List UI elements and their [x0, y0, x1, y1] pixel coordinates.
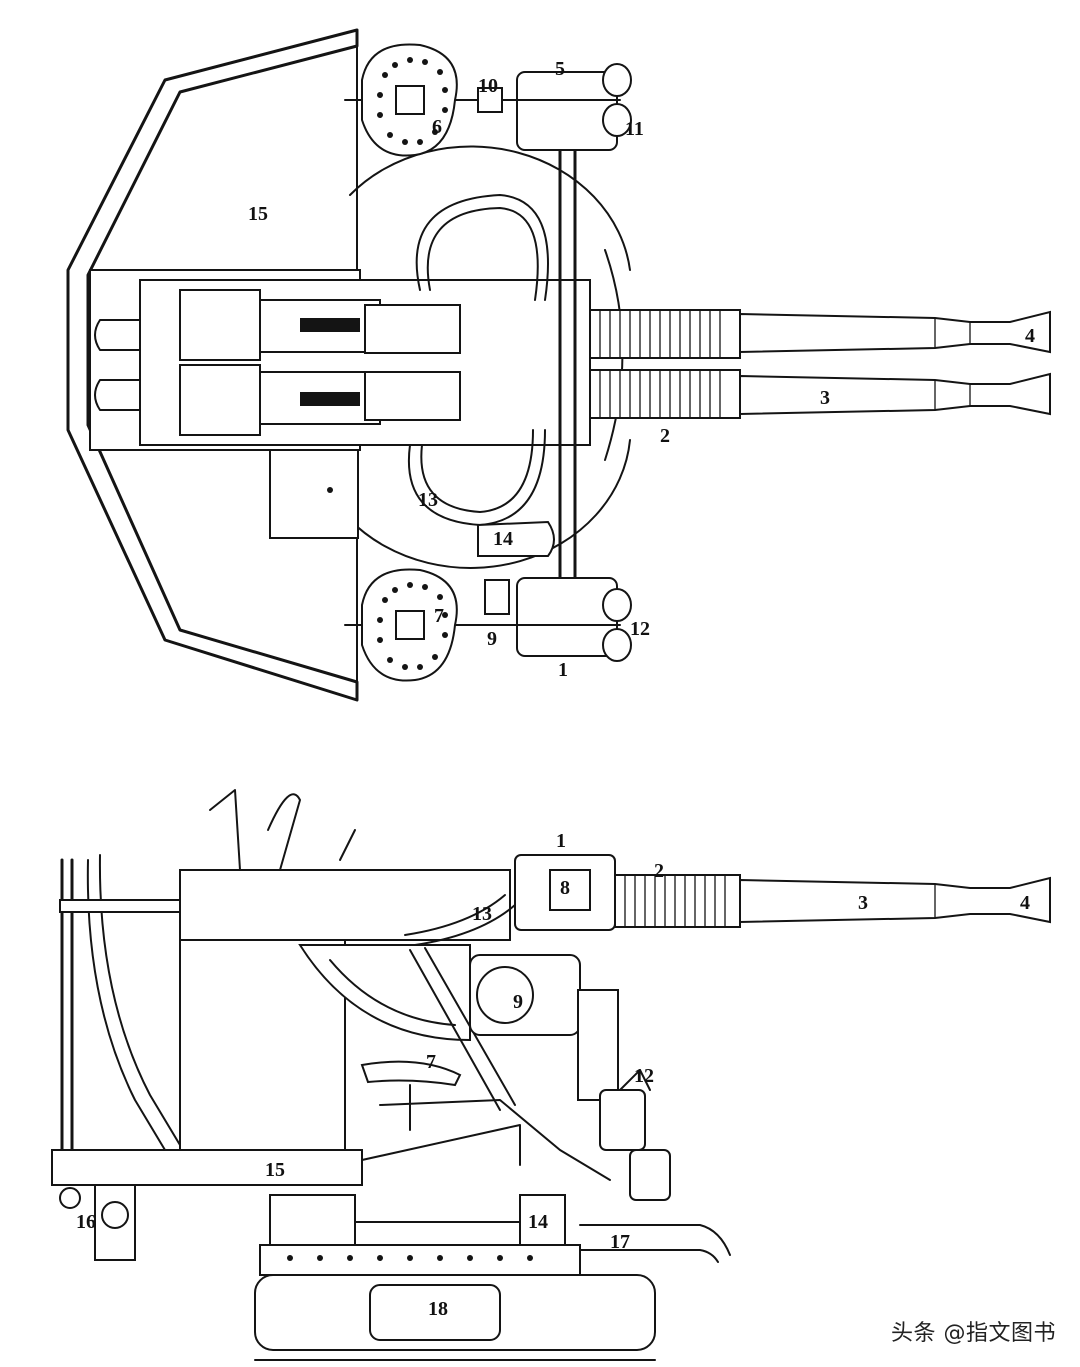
upper-handwheel-frame [516, 71, 618, 151]
lower-grip-1 [602, 588, 632, 622]
side-operator-arm [379, 1099, 611, 1181]
side-label-8: 8 [560, 877, 570, 899]
side-label-16: 16 [76, 1211, 96, 1233]
elevation-strut [409, 949, 501, 1111]
side-barrel [739, 876, 1051, 924]
spring-upper [300, 318, 360, 332]
lower-grip-2 [602, 628, 632, 662]
side-junction-box [269, 1194, 356, 1251]
side-barrel-jacket [614, 874, 741, 928]
side-seat [360, 1060, 462, 1087]
side-base-slope [361, 1124, 521, 1166]
barrel-upper [739, 310, 1051, 354]
side-traverse-box-2 [629, 1149, 671, 1201]
side-spring-coils [624, 874, 726, 928]
watermark: 头条 @指文图书 [891, 1321, 1056, 1346]
recoil-spring-coils [599, 309, 721, 419]
barrel-lower [739, 372, 1051, 416]
pedestal-top [259, 1244, 581, 1276]
seat-upper [344, 43, 458, 157]
top-label-11: 11 [625, 118, 644, 140]
side-label-9: 9 [513, 991, 523, 1013]
barrel-jacket-lower [589, 369, 741, 419]
top-label-3: 3 [820, 387, 830, 409]
top-view: 5 10 6 11 15 4 3 2 13 14 7 9 12 1 [66, 28, 1051, 702]
top-label-1: 1 [558, 659, 568, 681]
seat-upper-hub [395, 85, 425, 115]
barrel-jacket-upper [589, 309, 741, 359]
turntable-arc-lower [349, 439, 631, 569]
loop-upper [94, 319, 141, 351]
spring-lower [300, 392, 360, 406]
top-label-14: 14 [493, 528, 513, 550]
rear-sight-1 [209, 789, 241, 871]
side-label-2: 2 [654, 860, 664, 882]
breech-block-lower [179, 364, 261, 436]
top-label-2: 2 [660, 425, 670, 447]
loader-lower [364, 371, 461, 421]
side-label-15: 15 [265, 1159, 285, 1181]
top-label-7: 7 [434, 605, 444, 627]
lower-gearbox [484, 579, 510, 615]
elevation-arc-inner [329, 959, 456, 1026]
side-label-17: 17 [610, 1231, 630, 1253]
rear-wheel [59, 1187, 81, 1209]
top-label-4: 4 [1025, 325, 1035, 347]
rear-sight-3 [339, 829, 356, 861]
rear-curve-2 [98, 854, 181, 1146]
side-gear-cover [476, 966, 534, 1024]
hose-1 [415, 194, 549, 301]
pedestal-bolts [287, 1255, 533, 1261]
side-pipe-lower [579, 1249, 719, 1263]
lower-handwheel-frame [516, 577, 618, 657]
upper-grip-2 [602, 103, 632, 137]
top-label-13: 13 [418, 489, 438, 511]
pedestal-panel [369, 1284, 501, 1341]
side-traverse-handle [619, 1069, 651, 1091]
hose-2 [426, 207, 539, 301]
top-label-10: 10 [478, 75, 498, 97]
side-hose-1 [404, 894, 506, 936]
top-label-5: 5 [555, 58, 565, 80]
rear-sight-2 [267, 793, 301, 871]
loop-lower [94, 379, 141, 411]
ammo-box [269, 449, 359, 539]
side-traverse-box [599, 1089, 646, 1151]
rear-curve-1 [86, 859, 166, 1151]
side-label-3: 3 [858, 892, 868, 914]
top-label-15: 15 [248, 203, 268, 225]
rear-hub [101, 1201, 129, 1229]
side-pipe-upper [579, 1224, 731, 1256]
side-hose-2 [414, 904, 516, 946]
side-view: 1 2 8 3 4 13 9 7 12 15 16 14 17 18 [51, 789, 1051, 1361]
top-label-6: 6 [432, 116, 442, 138]
hose-4 [420, 429, 534, 513]
side-label-14: 14 [528, 1211, 548, 1233]
top-label-12: 12 [630, 618, 650, 640]
side-shield-base [51, 1149, 363, 1186]
side-label-12: 12 [634, 1065, 654, 1087]
upper-grip-1 [602, 63, 632, 97]
breech-block-upper [179, 289, 261, 361]
seat-lower [344, 568, 458, 682]
ammo-box-bolt [327, 487, 333, 493]
turntable-arc-upper [349, 145, 631, 271]
seat-lower-hub [395, 610, 425, 640]
side-receiver [179, 869, 511, 941]
side-label-4: 4 [1020, 892, 1030, 914]
motor-unit [477, 520, 555, 557]
side-gearbox [549, 869, 591, 911]
side-label-7: 7 [426, 1051, 436, 1073]
top-label-9: 9 [487, 628, 497, 650]
upper-gearbox [477, 87, 503, 113]
elevation-arc [298, 944, 471, 1042]
side-label-18: 18 [428, 1298, 448, 1320]
side-label-13: 13 [472, 903, 492, 925]
side-traverse-column [577, 989, 619, 1101]
side-label-1: 1 [556, 830, 566, 852]
loader-upper [364, 304, 461, 354]
